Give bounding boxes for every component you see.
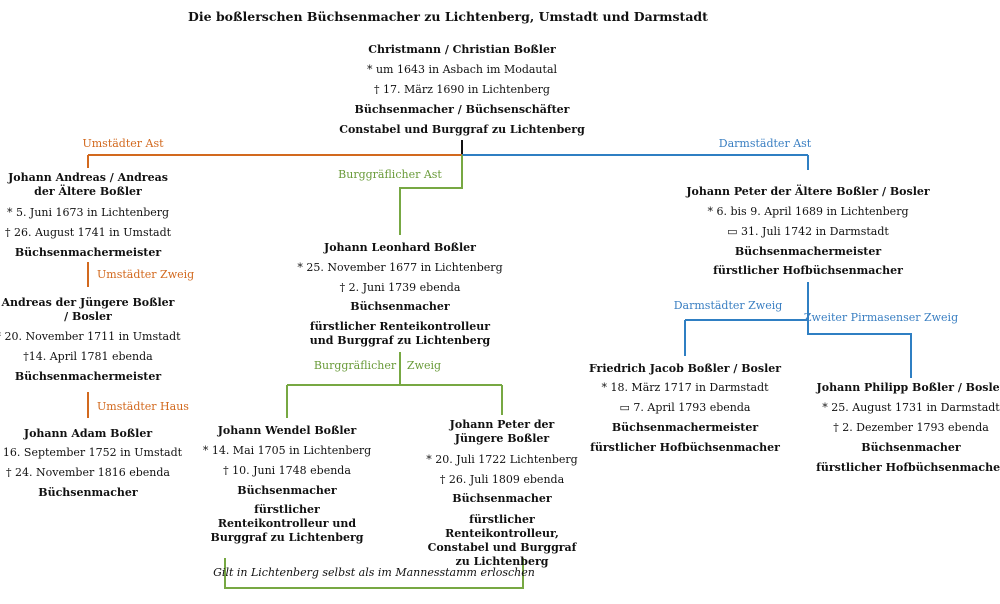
johann-philipp-died: † 2. Dezember 1793 ebenda <box>833 421 989 434</box>
johann-wendel-name: Johann Wendel Boßler <box>217 424 357 437</box>
page-title: Die boßlerschen Büchsenmacher zu Lichten… <box>188 9 708 24</box>
root-died: † 17. März 1690 in Lichtenberg <box>374 83 550 96</box>
darmstadt-zweig-label: Darmstädter Zweig <box>673 299 783 312</box>
johann-peter-j-name: Johann Peter der Jüngere Boßler <box>449 418 555 445</box>
johann-peter-ae-role2: fürstlicher Hofbüchsenmacher <box>713 264 903 277</box>
andreas-j-role: Büchsenmachermeister <box>14 370 162 383</box>
darmstadt-branch-label: Darmstädter Ast <box>718 137 812 150</box>
johann-adam-name: Johann Adam Boßler <box>23 427 153 440</box>
johann-peter-ae-born: * 6. bis 9. April 1689 in Lichtenberg <box>707 205 909 218</box>
johann-leonhard-name: Johann Leonhard Boßler <box>324 241 476 254</box>
note-box-line <box>224 558 524 589</box>
johann-philipp-born: * 25. August 1731 in Darmstadt <box>822 401 1000 414</box>
johann-peter-j-role2: fürstlicher Renteikontrolleur, Constabel… <box>427 513 577 568</box>
root-role2: Constabel und Burggraf zu Lichtenberg <box>339 123 585 136</box>
johann-leonhard-role2: fürstlicher Renteikontrolleur und Burggr… <box>309 320 491 347</box>
johann-peter-j-died: † 26. Juli 1809 ebenda <box>439 473 565 486</box>
pirmasens-zweig-label: Zweiter Pirmasenser Zweig <box>803 311 959 324</box>
johann-adam-died: † 24. November 1816 ebenda <box>6 466 170 479</box>
friedrich-jacob-name: Friedrich Jacob Boßler / Bosler <box>588 362 782 375</box>
johann-andreas-role: Büchsenmachermeister <box>14 246 162 259</box>
pirmasens-zweig-line <box>807 320 912 378</box>
andreas-j-born: * 20. November 1711 in Umstadt <box>0 330 181 343</box>
johann-andreas-died: † 26. August 1741 in Umstadt <box>4 226 172 239</box>
johann-philipp-role1: Büchsenmacher <box>861 441 961 454</box>
umstadt-haus-label: Umstädter Haus <box>97 400 189 413</box>
root-role1: Büchsenmacher / Büchsenschäfter <box>354 103 570 116</box>
johann-andreas-born: * 5. Juni 1673 in Lichtenberg <box>6 206 170 219</box>
johann-adam-born: * 16. September 1752 in Umstadt <box>0 446 183 459</box>
friedrich-jacob-role1: Büchsenmachermeister <box>611 421 759 434</box>
johann-wendel-died: † 10. Juni 1748 ebenda <box>223 464 351 477</box>
umstadt-zweig-label: Umstädter Zweig <box>97 268 195 281</box>
johann-leonhard-role1: Büchsenmacher <box>350 300 450 313</box>
johann-peter-ae-role1: Büchsenmachermeister <box>734 245 882 258</box>
johann-peter-j-role1: Büchsenmacher <box>452 492 552 505</box>
root-born: * um 1643 in Asbach im Modautal <box>366 63 558 76</box>
andreas-j-name: Andreas der Jüngere Boßler / Bosler <box>1 296 175 323</box>
johann-leonhard-died: † 2. Juni 1739 ebenda <box>339 281 461 294</box>
andreas-j-died: †14. April 1781 ebenda <box>23 350 153 363</box>
burggraf-branch-line <box>399 155 463 235</box>
johann-philipp-role2: fürstlicher Hofbüchsenmacher <box>816 461 1000 474</box>
johann-philipp-name: Johann Philipp Boßler / Bosler <box>816 381 1000 394</box>
johann-peter-ae-name: Johann Peter der Ältere Boßler / Bosler <box>686 185 930 198</box>
johann-andreas-name: Johann Andreas / Andreas der Ältere Boßl… <box>8 171 168 198</box>
johann-wendel-role2: fürstlicher Renteikontrolleur und Burggr… <box>210 503 364 544</box>
friedrich-jacob-died: ▭ 7. April 1793 ebenda <box>619 401 751 414</box>
johann-peter-ae-died: ▭ 31. Juli 1742 in Darmstadt <box>727 225 889 238</box>
burggraf-zweig-label-b: Zweig <box>406 359 442 372</box>
extinct-note: Gilt in Lichtenberg selbst als im Mannes… <box>213 566 535 579</box>
johann-leonhard-born: * 25. November 1677 in Lichtenberg <box>297 261 503 274</box>
root-name: Christmann / Christian Boßler <box>368 43 556 56</box>
friedrich-jacob-born: * 18. März 1717 in Darmstadt <box>601 381 769 394</box>
johann-peter-j-born: * 20. Juli 1722 Lichtenberg <box>426 453 578 466</box>
umstadt-branch-label: Umstädter Ast <box>82 137 164 150</box>
johann-adam-role: Büchsenmacher <box>38 486 138 499</box>
burggraf-zweig-label-a: Burggräflicher <box>313 359 397 372</box>
johann-wendel-role1: Büchsenmacher <box>237 484 337 497</box>
friedrich-jacob-role2: fürstlicher Hofbüchsenmacher <box>590 441 780 454</box>
burggraf-branch-label: Burggräflicher Ast <box>338 168 442 181</box>
johann-wendel-born: * 14. Mai 1705 in Lichtenberg <box>202 444 372 457</box>
